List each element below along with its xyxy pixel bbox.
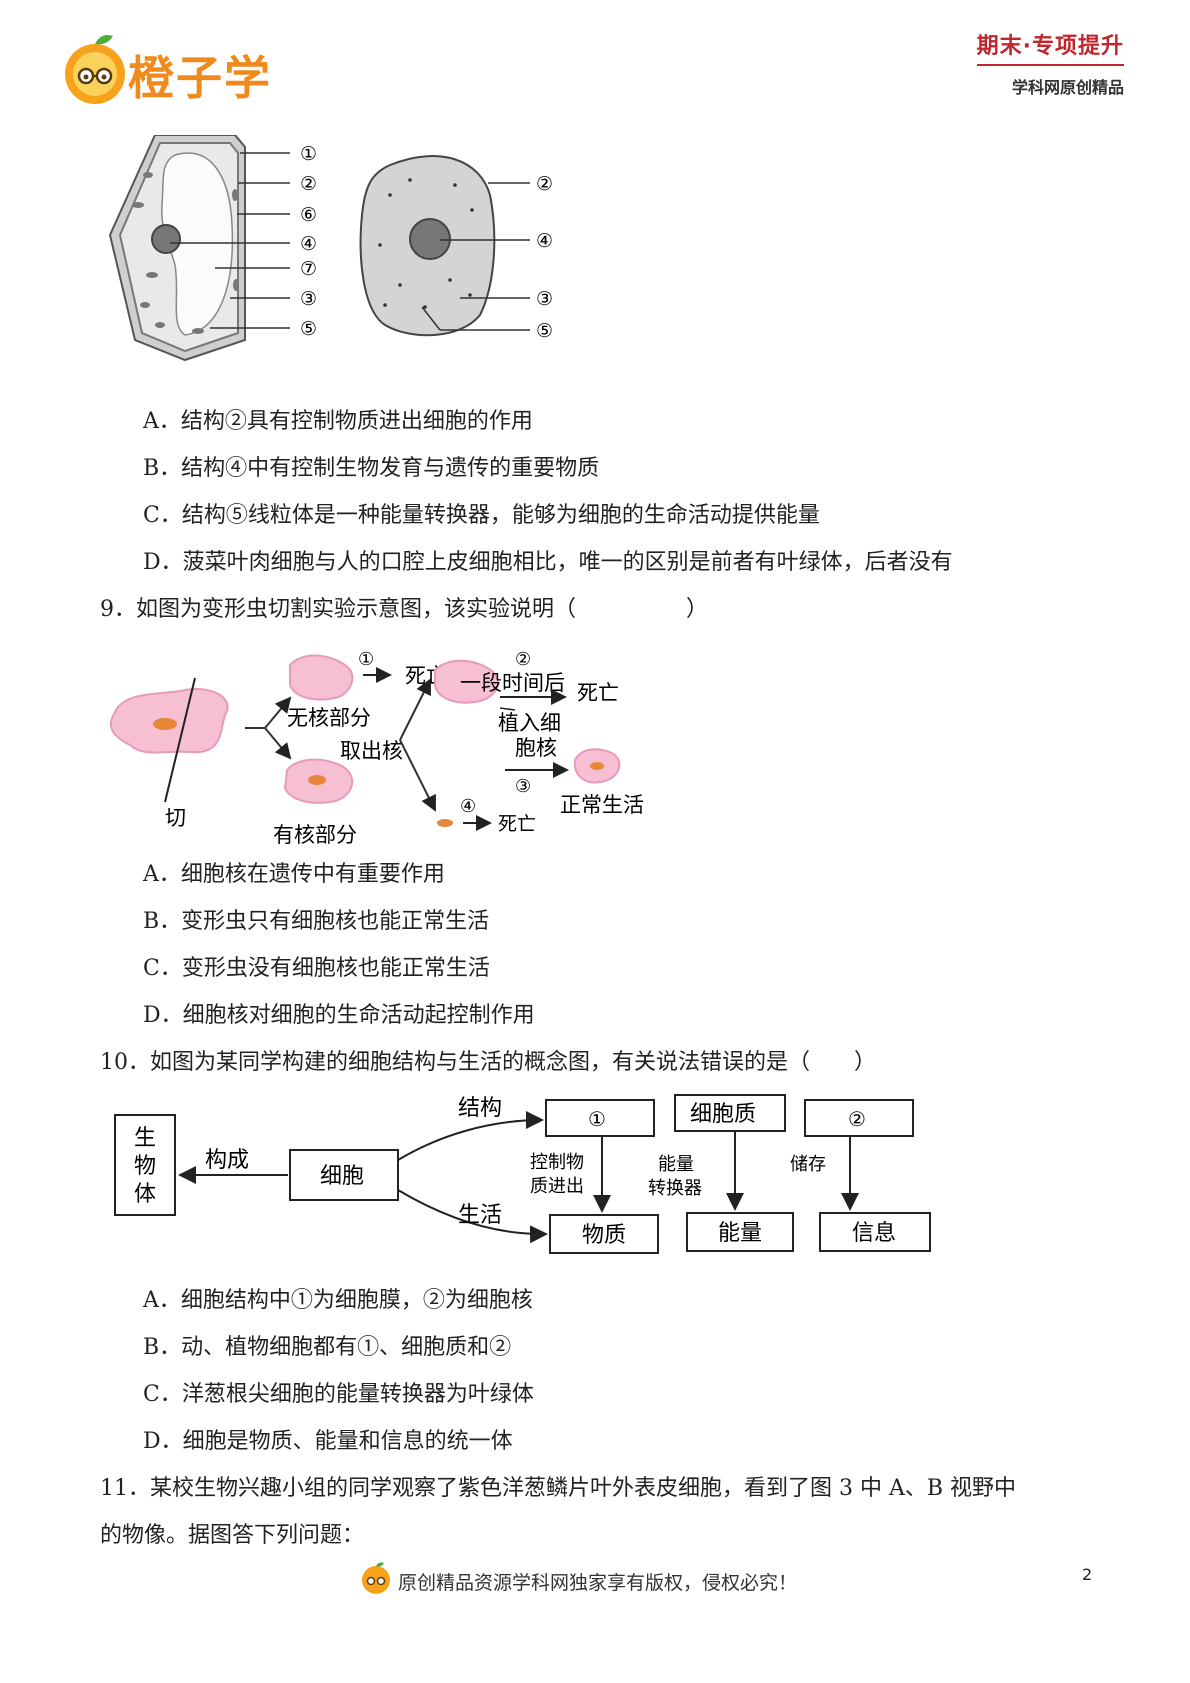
- svg-text:细胞: 细胞: [320, 1164, 364, 1189]
- implant-label-2: 胞核: [515, 736, 557, 760]
- q11-line-1: 11．某校生物兴趣小组的同学观察了紫色洋葱鳞片叶外表皮细胞，看到了图 3 中 A…: [100, 1476, 1017, 1501]
- svg-text:储存: 储存: [790, 1154, 826, 1175]
- footer-copyright: 原创精品资源学科网独家享有版权，侵权必究！: [398, 1572, 798, 1594]
- cell-concept-map: 生 物 体 构成 细胞 结构 生活 ① 细胞质 ② 控制物 质进出 能量 转换器…: [114, 1094, 931, 1254]
- animal-label: ③: [536, 288, 553, 310]
- plant-label: ⑥: [300, 204, 317, 226]
- after-time-label: 一段时间后: [460, 671, 565, 695]
- q9-option-b: B．变形虫只有细胞核也能正常生活: [143, 909, 490, 934]
- plant-cell-diagram: ① ② ⑥ ④ ⑦ ③ ⑤: [108, 135, 317, 362]
- cut-line: [164, 677, 196, 803]
- svg-text:构成: 构成: [205, 1148, 249, 1173]
- q10-stem: 10．如图为某同学构建的细胞结构与生活的概念图，有关说法错误的是（ ）: [100, 1050, 876, 1075]
- step1-label: ①: [358, 649, 374, 670]
- normal-life-label: 正常生活: [560, 793, 644, 817]
- svg-text:转换器: 转换器: [648, 1178, 702, 1199]
- footer-orange-icon: [362, 1562, 390, 1594]
- plant-label: ④: [300, 233, 317, 255]
- q10-option-c: C．洋葱根尖细胞的能量转换器为叶绿体: [143, 1382, 534, 1407]
- svg-text:①: ①: [588, 1107, 606, 1131]
- q9-stem: 9．如图为变形虫切割实验示意图，该实验说明（ ）: [100, 597, 708, 622]
- animal-label: ⑤: [536, 320, 553, 342]
- animal-cell-diagram: ② ④ ③ ⑤: [359, 155, 553, 342]
- with-nucleus-label: 有核部分: [273, 823, 357, 847]
- animal-label: ④: [536, 230, 553, 252]
- take-nucleus-label: 取出核: [340, 739, 403, 763]
- q8-option-c: C．结构⑤线粒体是一种能量转换器，能够为细胞的生命活动提供能量: [143, 503, 820, 528]
- svg-text:质进出: 质进出: [530, 1176, 584, 1197]
- plant-label: ③: [300, 288, 317, 310]
- tagline-main: 期末·专项提升: [976, 28, 1124, 66]
- q9-option-c: C．变形虫没有细胞核也能正常生活: [143, 956, 490, 981]
- death4-label: 死亡: [498, 813, 536, 835]
- tagline-sub: 学科网原创精品: [1011, 78, 1124, 97]
- amoeba-enucleated: [434, 659, 499, 704]
- q8-option-d: D．菠菜叶肉细胞与人的口腔上皮细胞相比，唯一的区别是前者有叶绿体，后者没有: [143, 550, 953, 575]
- plant-label: ⑤: [300, 318, 317, 340]
- logo-text: 橙子学: [128, 51, 272, 105]
- page-number: 2: [1082, 1565, 1093, 1584]
- q10-option-d: D．细胞是物质、能量和信息的统一体: [143, 1429, 513, 1454]
- svg-text:体: 体: [134, 1182, 156, 1207]
- amoeba-no-nucleus: [289, 654, 354, 701]
- plant-label: ⑦: [300, 258, 317, 280]
- header-tagline: 期末·专项提升 学科网原创精品: [976, 28, 1124, 98]
- q9-option-d: D．细胞核对细胞的生命活动起控制作用: [143, 1003, 535, 1028]
- q8-option-a: A．结构②具有控制物质进出细胞的作用: [143, 409, 533, 434]
- svg-text:生活: 生活: [458, 1203, 502, 1228]
- q11-line-2: 的物像。据图答下列问题：: [100, 1523, 365, 1548]
- cell-structure-figure: ① ② ⑥ ④ ⑦ ③ ⑤ ② ④ ③ ⑤: [108, 135, 553, 362]
- q9-option-a: A．细胞核在遗传中有重要作用: [143, 862, 445, 887]
- step3-label: ③: [515, 776, 531, 797]
- q8-option-b: B．结构④中有控制生物发育与遗传的重要物质: [143, 456, 600, 481]
- logo-orange-icon: [65, 35, 125, 104]
- q10-option-b: B．动、植物细胞都有①、细胞质和②: [143, 1335, 512, 1360]
- svg-text:细胞质: 细胞质: [690, 1102, 756, 1127]
- svg-text:物质: 物质: [582, 1223, 626, 1248]
- svg-text:生: 生: [134, 1126, 156, 1151]
- q10-option-a: A．细胞结构中①为细胞膜，②为细胞核: [143, 1288, 533, 1313]
- step2-label: ②: [515, 649, 531, 670]
- svg-text:能量: 能量: [658, 1154, 694, 1175]
- step4-label: ④: [460, 796, 476, 817]
- isolated-nucleus: [437, 819, 453, 827]
- death2-label: 死亡: [577, 681, 619, 705]
- svg-text:②: ②: [848, 1107, 866, 1131]
- plant-label: ①: [300, 143, 317, 165]
- animal-label: ②: [536, 173, 553, 195]
- svg-text:控制物: 控制物: [530, 1152, 584, 1173]
- svg-text:结构: 结构: [458, 1096, 502, 1121]
- amoeba-experiment-figure: 切 无核部分 ① 死亡 有核部分 取出核 ② 一段时间后 死亡 植入细 胞核 ③…: [109, 649, 644, 847]
- svg-text:信息: 信息: [852, 1221, 896, 1246]
- no-nucleus-label: 无核部分: [287, 706, 371, 730]
- svg-text:物: 物: [134, 1154, 156, 1179]
- cut-label: 切: [165, 806, 186, 830]
- implant-label-1: 植入细: [498, 711, 561, 735]
- svg-text:能量: 能量: [718, 1221, 762, 1246]
- plant-label: ②: [300, 173, 317, 195]
